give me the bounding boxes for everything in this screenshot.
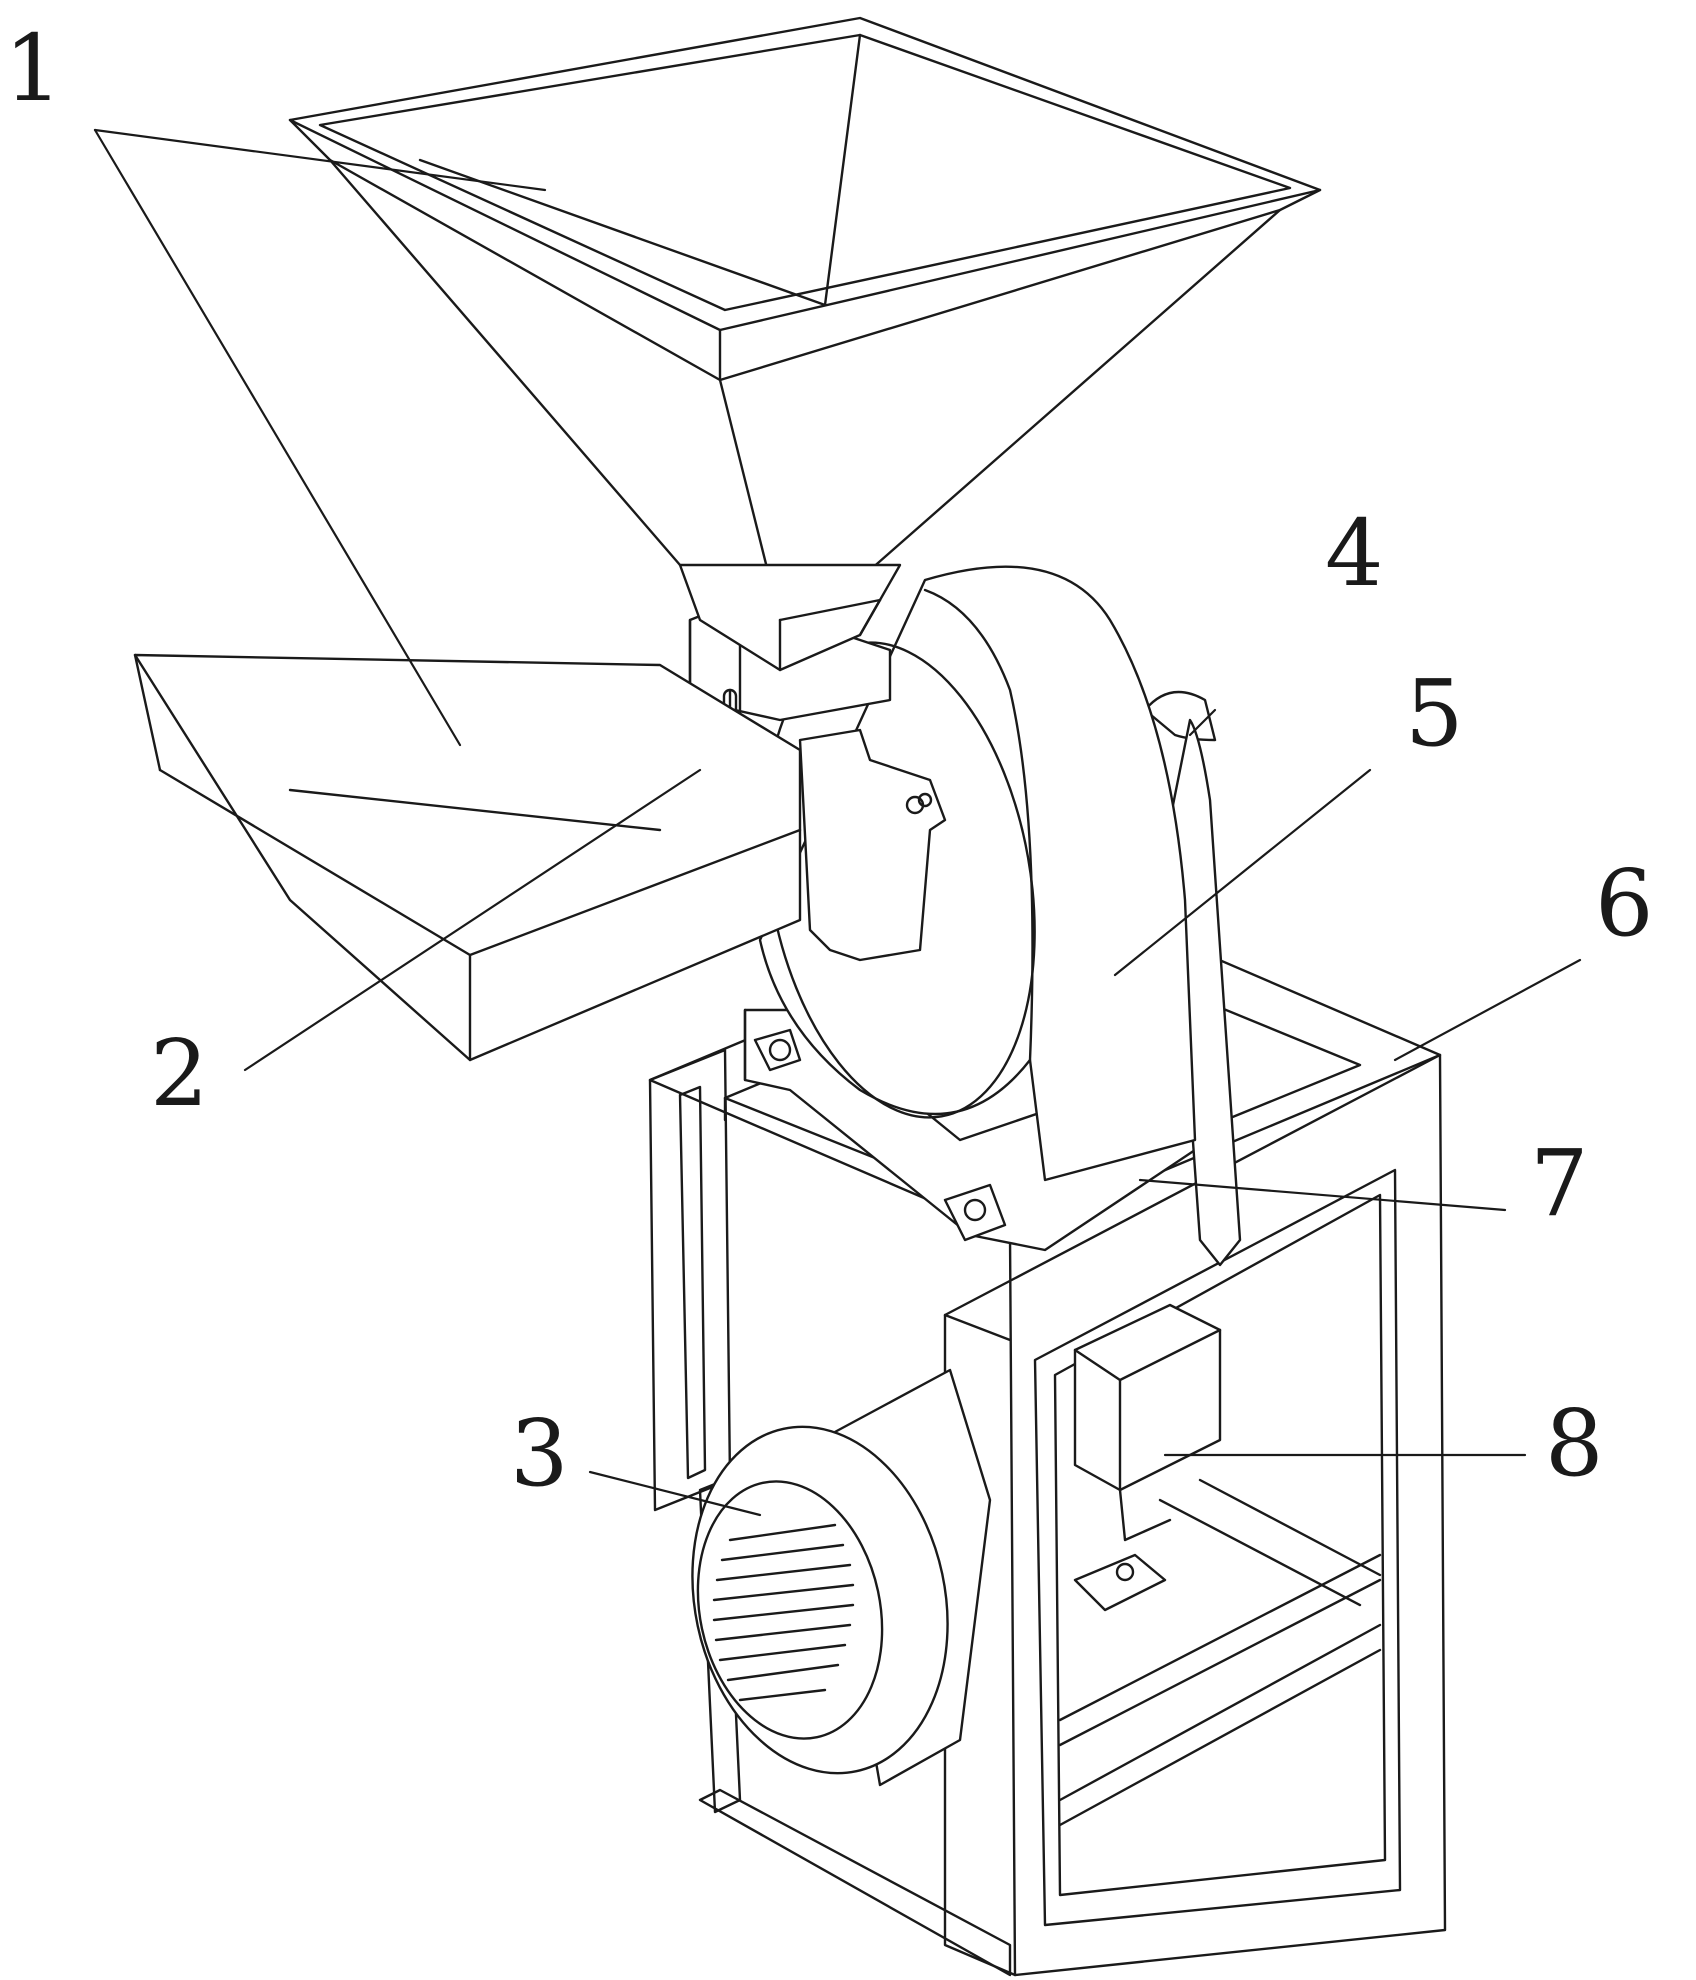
leader-7 <box>1138 1178 1507 1212</box>
reference-numerals: 1 2 3 4 5 6 7 8 <box>4 15 1654 1507</box>
feed-hopper <box>288 16 1322 672</box>
leader-5 <box>1113 768 1372 977</box>
label-5: 5 <box>1405 660 1464 767</box>
label-8: 8 <box>1545 1390 1604 1497</box>
label-6: 6 <box>1595 850 1654 957</box>
leader-3 <box>588 1470 762 1517</box>
transmission-box <box>1073 1303 1222 1612</box>
motor-grille <box>712 1523 855 1702</box>
label-2: 2 <box>150 1020 209 1127</box>
label-3: 3 <box>510 1400 569 1507</box>
leader-lines <box>93 128 1582 1517</box>
label-1: 1 <box>4 15 63 122</box>
leader-1b <box>93 128 462 747</box>
label-7: 7 <box>1530 1130 1589 1237</box>
grinding-housing <box>758 565 1242 1267</box>
label-4: 4 <box>1325 500 1384 607</box>
discharge-chute <box>133 653 802 1062</box>
leader-4 <box>1188 708 1217 737</box>
leader-1a <box>93 128 547 192</box>
leader-2 <box>243 768 702 1072</box>
leader-6 <box>1393 958 1582 1062</box>
